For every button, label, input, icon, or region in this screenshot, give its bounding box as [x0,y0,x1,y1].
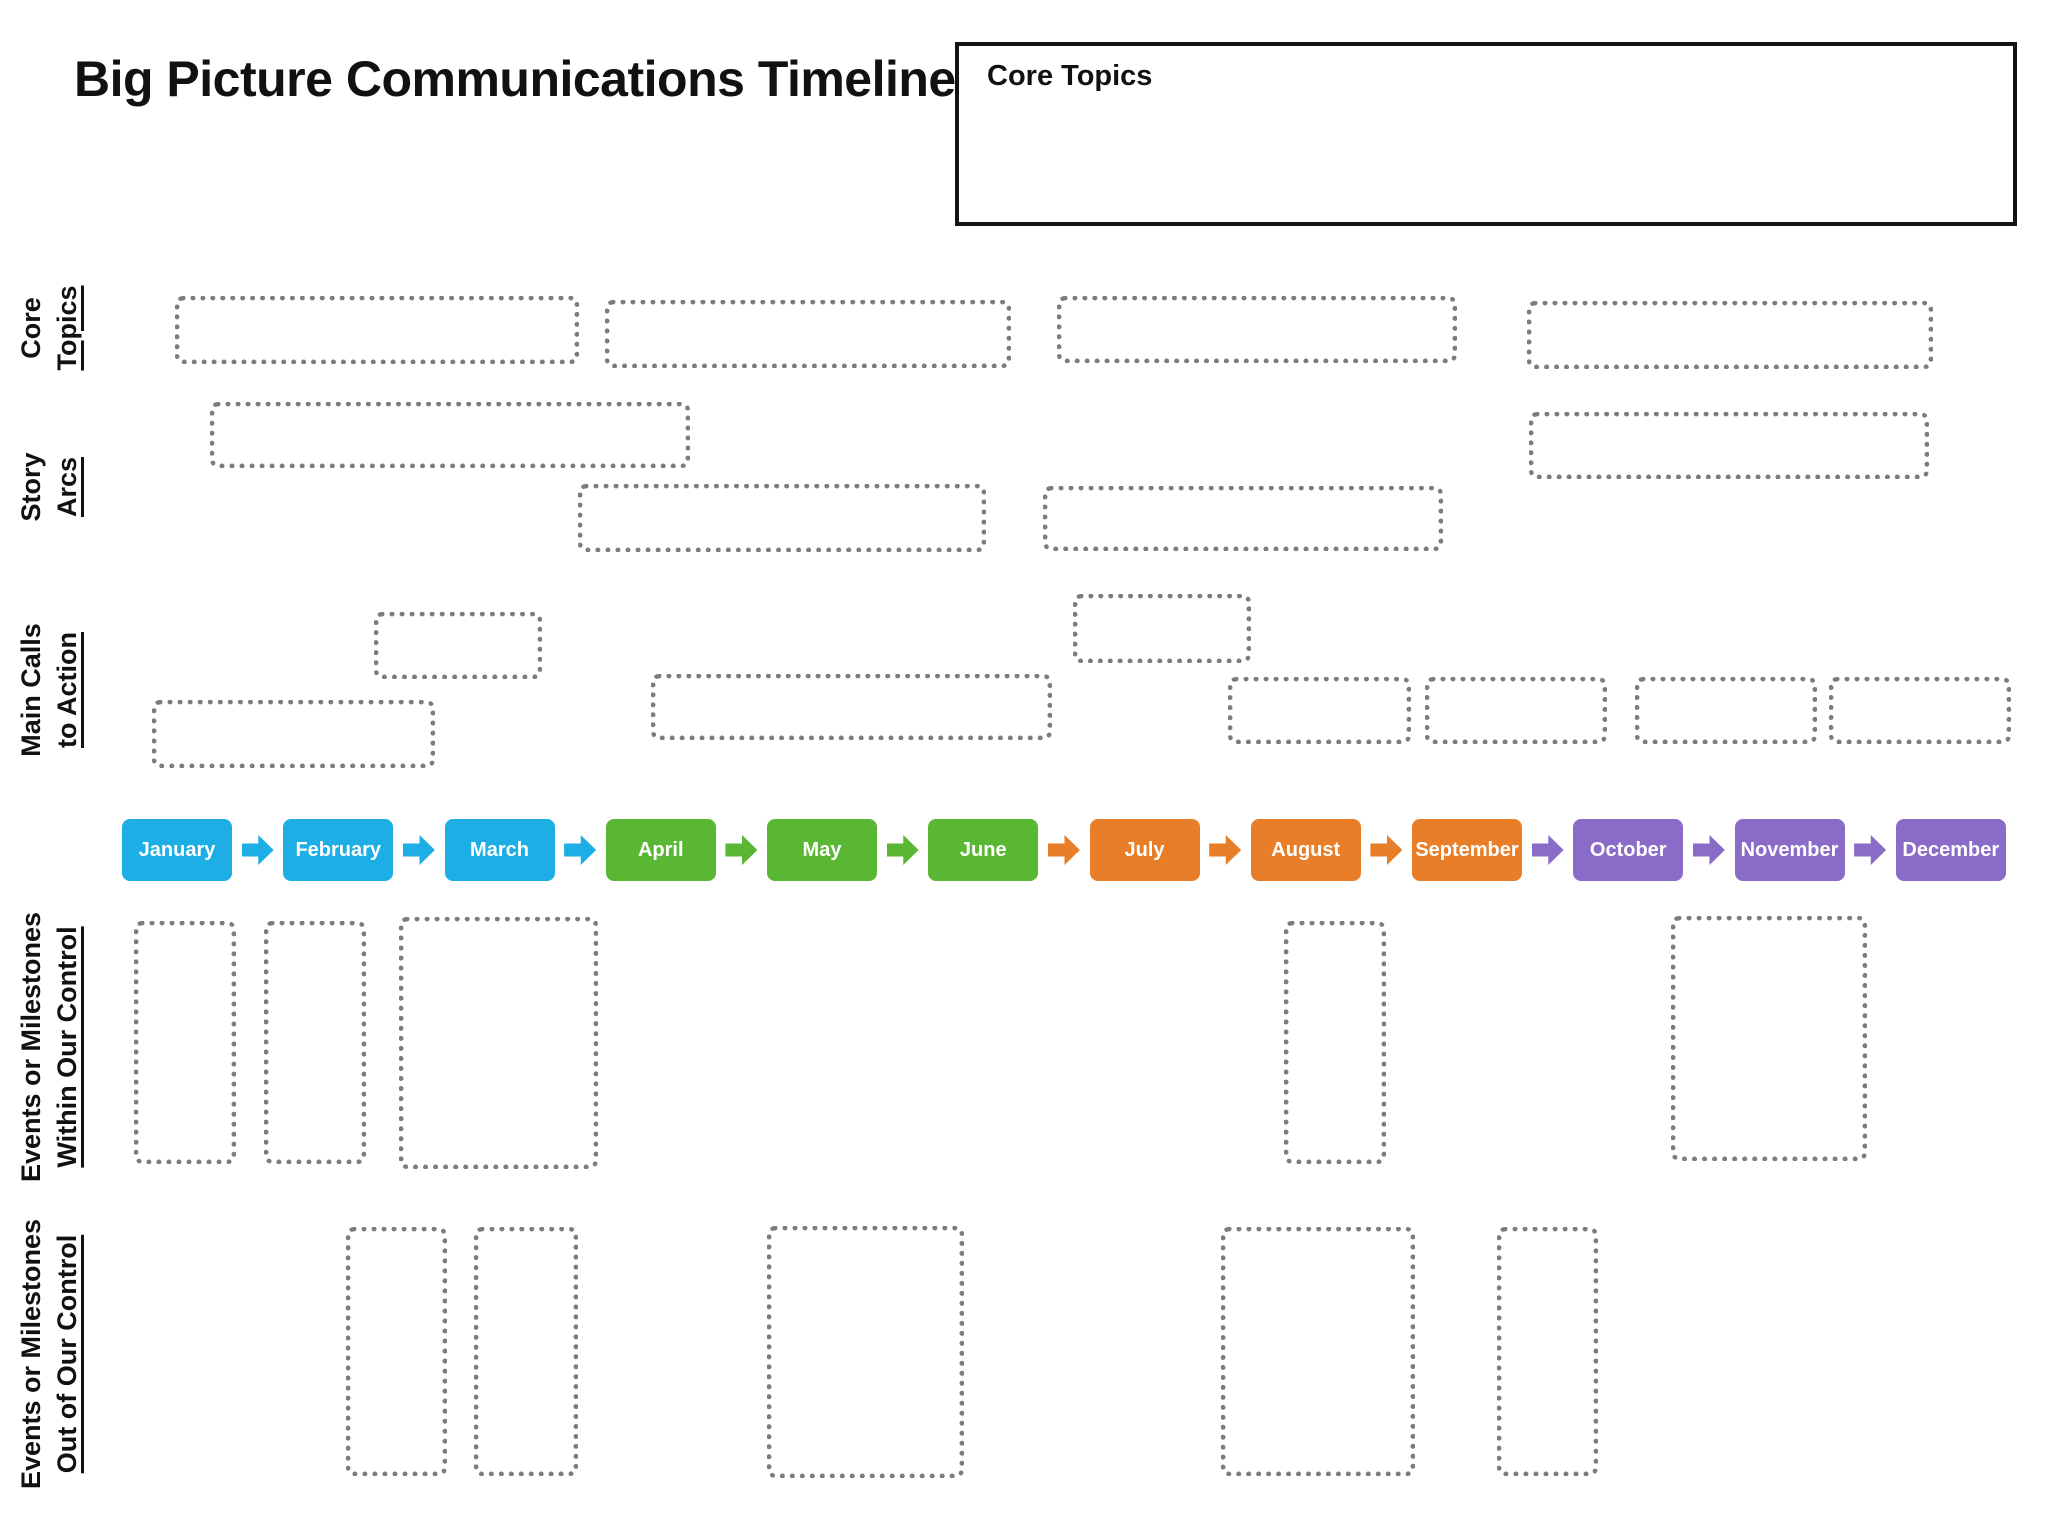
story-arc-placeholder-3[interactable] [578,484,986,552]
arrow-right-icon [241,835,274,865]
controlled-event-placeholder-1[interactable] [134,921,236,1164]
cta-placeholder-4[interactable] [651,674,1052,740]
month-september[interactable]: September [1412,819,1522,881]
controlled-event-placeholder-2[interactable] [264,921,366,1164]
arrow-right-icon [725,835,758,865]
uncontrolled-event-placeholder-3[interactable] [767,1226,964,1478]
uncontrolled-event-placeholder-5[interactable] [1497,1227,1598,1476]
month-april[interactable]: April [605,819,716,881]
arrow-right-icon [1692,835,1725,865]
cta-placeholder-7[interactable] [1635,677,1817,744]
core-topic-placeholder-1[interactable] [175,296,579,364]
arrow-right-icon [564,835,597,865]
row-label-line2: Within Our Control [52,926,82,1168]
arrow-right-icon [1209,835,1242,865]
uncontrolled-event-placeholder-1[interactable] [346,1227,447,1476]
month-july[interactable]: July [1089,819,1200,881]
month-march[interactable]: March [444,819,555,881]
month-may[interactable]: May [767,819,877,881]
story-arc-placeholder-4[interactable] [1043,486,1443,551]
cta-placeholder-3[interactable] [152,700,435,768]
cta-placeholder-2[interactable] [1073,594,1251,663]
month-november[interactable]: November [1734,819,1845,881]
controlled-event-placeholder-4[interactable] [1284,921,1386,1164]
month-timeline: January February March April May June Ju… [122,818,2006,882]
cta-placeholder-5[interactable] [1228,677,1411,744]
story-arc-placeholder-1[interactable] [210,402,690,468]
month-february[interactable]: February [283,819,394,881]
row-label-line1: Main Calls [16,623,47,757]
row-label-events-out-of-control: Events or Milestones Out of Our Control [12,1144,88,1536]
controlled-event-placeholder-3[interactable] [399,917,598,1169]
core-topics-legend-label: Core Topics [987,60,1153,92]
core-topic-placeholder-2[interactable] [605,300,1011,368]
uncontrolled-event-placeholder-2[interactable] [474,1227,578,1476]
row-label-line2: Out of Our Control [52,1234,82,1474]
month-june[interactable]: June [928,819,1039,881]
cta-placeholder-1[interactable] [374,612,542,679]
month-december[interactable]: December [1895,819,2006,881]
row-label-line2: to Action [52,632,82,748]
arrow-right-icon [1854,835,1887,865]
story-arc-placeholder-2[interactable] [1529,412,1929,479]
row-label-line1: Events or Milestones [16,911,47,1183]
core-topic-placeholder-4[interactable] [1527,301,1933,369]
arrow-right-icon [1531,835,1564,865]
arrow-right-icon [886,835,919,865]
month-january[interactable]: January [122,819,232,881]
month-august[interactable]: August [1250,819,1361,881]
arrow-right-icon [1370,835,1403,865]
uncontrolled-event-placeholder-4[interactable] [1221,1227,1415,1476]
page-title: Big Picture Communications Timeline [74,51,956,107]
controlled-event-placeholder-5[interactable] [1671,916,1867,1161]
cta-placeholder-6[interactable] [1425,677,1607,744]
core-topics-legend-box[interactable]: Core Topics [955,42,2017,226]
cta-placeholder-8[interactable] [1829,677,2011,744]
row-label-line1: Events or Milestones [16,1218,47,1490]
core-topic-placeholder-3[interactable] [1057,296,1457,363]
month-october[interactable]: October [1573,819,1684,881]
arrow-right-icon [1047,835,1080,865]
arrow-right-icon [402,835,435,865]
